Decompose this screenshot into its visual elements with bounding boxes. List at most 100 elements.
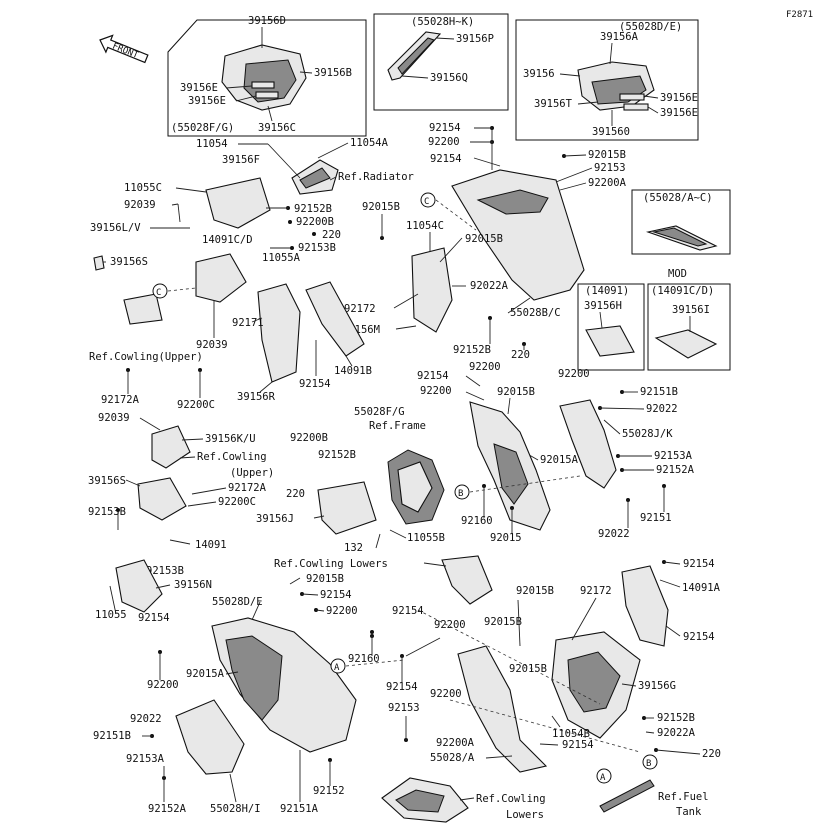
svg-text:A: A — [600, 773, 606, 783]
part-39156F: 39156F — [222, 154, 260, 166]
mod-title: MOD — [668, 268, 687, 280]
panel-39156r — [257, 283, 301, 383]
part-92153B-a: 92153B — [298, 242, 336, 254]
part-39156G: 39156G — [638, 680, 676, 692]
part-92200-f: 92200 — [434, 619, 466, 631]
part-92152A-b: 92152A — [148, 803, 187, 815]
part-92015B-g: 92015B — [484, 616, 522, 628]
part-14091B: 14091B — [334, 365, 372, 377]
lower-panel-55028hi — [175, 699, 245, 775]
caption-55028hk: (55028H~K) — [411, 16, 474, 28]
frame-assembly — [387, 449, 445, 525]
part-92015B-a: 92015B — [588, 149, 626, 161]
part-92022A-a: 92022A — [470, 280, 509, 292]
part-55028A: 55028/A — [430, 752, 475, 764]
part-39156: 39156 — [523, 68, 555, 80]
part-92039-a: 92039 — [124, 199, 156, 211]
part-92154-d: 92154 — [417, 370, 449, 382]
panel-55028jk — [559, 399, 617, 489]
part-55028FG: 55028F/G — [354, 406, 405, 418]
part-39156R: 39156R — [237, 391, 276, 403]
caption-55028de: (55028D/E) — [619, 21, 682, 33]
upper-cowl-55028bc — [451, 169, 585, 301]
part-39156KU: 39156K/U — [205, 433, 256, 445]
radiator-bracket — [291, 159, 339, 195]
inset-box-55028fg: (55028F/G) — [167, 19, 367, 137]
part-92160-a: 92160 — [461, 515, 493, 527]
callout-c-left: C — [152, 283, 168, 299]
part-39156A: 39156A — [600, 31, 639, 43]
part-11055B: 11055B — [407, 532, 445, 544]
caption-14091: (14091) — [585, 285, 629, 297]
part-92151A: 92151A — [280, 803, 319, 815]
part-92015A-a: 92015A — [540, 454, 579, 466]
part-92154-e: 92154 — [683, 558, 715, 570]
part-39156I: 39156I — [672, 304, 710, 316]
part-220-d: 220 — [702, 748, 721, 760]
part-92152A-a: 92152A — [656, 464, 695, 476]
ref-cowling-upper-b: (Upper) — [230, 467, 274, 479]
ref-cowling-b: Ref.Cowling — [197, 451, 267, 463]
svg-text:A: A — [334, 663, 340, 673]
part-92015B-h: 92015B — [509, 663, 547, 675]
part-14091: 14091 — [195, 539, 227, 551]
part-92022-a: 92022 — [646, 403, 678, 415]
part-92200B-b: 92200B — [290, 432, 328, 444]
part-39156S-a: 39156S — [110, 256, 148, 268]
part-92154-f: 92154 — [683, 631, 715, 643]
part-39156H: 39156H — [584, 300, 622, 312]
part-39156E-b: 39156E — [188, 95, 226, 107]
inset-box-55028de: (55028D/E) — [515, 19, 699, 141]
part-92015B-d: 92015B — [497, 386, 535, 398]
mod-box-14091cd: (14091C/D) — [647, 283, 731, 371]
part-92153-b: 92153 — [388, 702, 420, 714]
part-39156E-c: 39156E — [660, 92, 698, 104]
part-220-b: 220 — [511, 349, 530, 361]
caption-55028ac: (55028/A~C) — [643, 192, 713, 204]
svg-text:C: C — [424, 197, 429, 207]
part-92154-g: 92154 — [320, 589, 352, 601]
part-11054C: 11054C — [406, 220, 444, 232]
ref-cowling-bottom: Ref.Cowling — [476, 793, 546, 805]
part-92039-c: 92039 — [98, 412, 130, 424]
part-92152: 92152 — [313, 785, 345, 797]
figure-code: F2871 — [786, 10, 813, 20]
front-arrow-icon: FRONT — [99, 34, 149, 64]
part-92153A-a: 92153A — [654, 450, 693, 462]
svg-text:B: B — [458, 489, 463, 499]
part-92151B-a: 92151B — [640, 386, 678, 398]
part-55028JK: 55028J/K — [622, 428, 673, 440]
callout-b-fuel: B — [642, 754, 658, 770]
part-92200-g: 92200 — [147, 679, 179, 691]
ref-frame: Ref.Frame — [369, 420, 426, 432]
part-92171: 92171 — [232, 317, 264, 329]
part-11054A: 11054A — [350, 137, 389, 149]
part-92154-k: 92154 — [562, 739, 594, 751]
part-92015B-e: 92015B — [306, 573, 344, 585]
bracket-39156ku — [151, 425, 191, 469]
inner-panel-39156m — [411, 247, 453, 333]
part-220-a: 220 — [322, 229, 341, 241]
fuel-tank-strap — [599, 779, 655, 813]
left-bracket-a — [205, 177, 271, 229]
part-55028DE: 55028D/E — [212, 596, 263, 608]
bracket-39156s — [137, 477, 187, 521]
part-39156LV: 39156L/V — [90, 222, 141, 234]
part-92152B-a: 92152B — [294, 203, 332, 215]
part-39156E-a: 39156E — [180, 82, 218, 94]
part-92172-a: 92172 — [344, 303, 376, 315]
part-92154-j: 92154 — [386, 681, 418, 693]
part-92154-c: 92154 — [299, 378, 331, 390]
part-92200-h: 92200 — [430, 688, 462, 700]
inset-box-55028hk: (55028H~K) — [373, 13, 509, 111]
inset-box-55028ac: (55028/A~C) — [631, 189, 731, 255]
ref-cowling-upper: Ref.Cowling(Upper) — [89, 351, 203, 363]
part-92200-c: 92200 — [420, 385, 452, 397]
part-92172-b: 92172 — [580, 585, 612, 597]
part-92152B-d: 92152B — [657, 712, 695, 724]
ref-cowling-lowers-bottom: Lowers — [506, 809, 544, 821]
part-92153B-b: 92153B — [88, 506, 126, 518]
part-92153: 92153 — [594, 162, 626, 174]
